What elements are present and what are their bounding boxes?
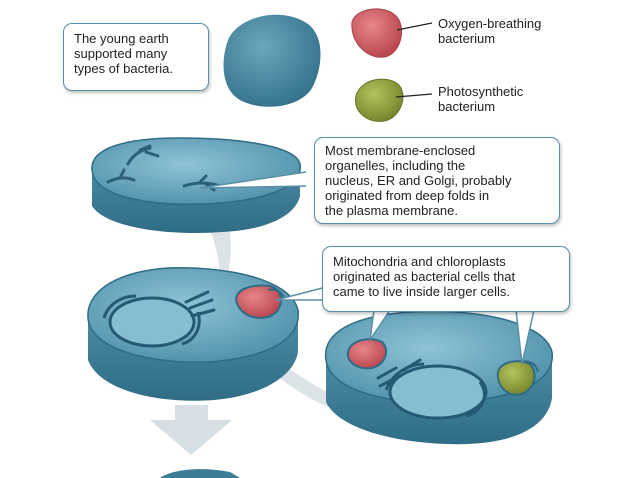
callout-line: came to live inside larger cells. <box>333 284 511 299</box>
legend-photosynthetic: Photosynthetic bacterium <box>438 84 523 114</box>
legend-oxygen-breathing: Oxygen-breathing bacterium <box>438 16 541 46</box>
legend-line: Photosynthetic <box>438 84 524 99</box>
mitochondrion-icon <box>346 338 388 370</box>
callout-line: Most membrane-enclosed <box>325 143 476 158</box>
callout-pointers <box>199 171 535 365</box>
cell-with-nucleus-and-bacterium <box>87 267 299 401</box>
callout-line: Mitochondria and chloroplasts <box>333 254 506 269</box>
flow-arrow-down <box>150 405 232 455</box>
callout-line: the plasma membrane. <box>325 203 458 218</box>
legend-line: bacterium <box>438 99 496 114</box>
next-stage-cell-peek <box>160 469 240 478</box>
callout-line: originated as bacterial cells that <box>333 269 516 284</box>
legend-line: Oxygen-breathing <box>438 16 542 31</box>
callout-line: types of bacteria. <box>74 61 173 76</box>
cell-with-mitochondria-and-chloroplast <box>324 310 553 445</box>
ancestral-bacterium <box>223 14 321 107</box>
oxygen-bacterium-icon <box>351 8 433 58</box>
callout-line: supported many <box>74 46 168 61</box>
callout-endosymbiosis: Mitochondria and chloroplasts originated… <box>322 246 570 312</box>
legend-line: bacterium <box>438 31 496 46</box>
callout-line: The young earth <box>74 31 169 46</box>
nucleus-icon <box>102 290 216 348</box>
chloroplast-icon <box>496 360 539 396</box>
callout-line: originated from deep folds in <box>325 188 490 203</box>
nucleus-icon <box>376 358 488 420</box>
callout-line: nucleus, ER and Golgi, probably <box>325 173 512 188</box>
callout-organelles: Most membrane-enclosed organelles, inclu… <box>314 137 560 224</box>
callout-line: organelles, including the <box>325 158 466 173</box>
callout-young-earth: The young earth supported many types of … <box>63 23 209 91</box>
photosynthetic-bacterium-icon <box>354 78 433 122</box>
